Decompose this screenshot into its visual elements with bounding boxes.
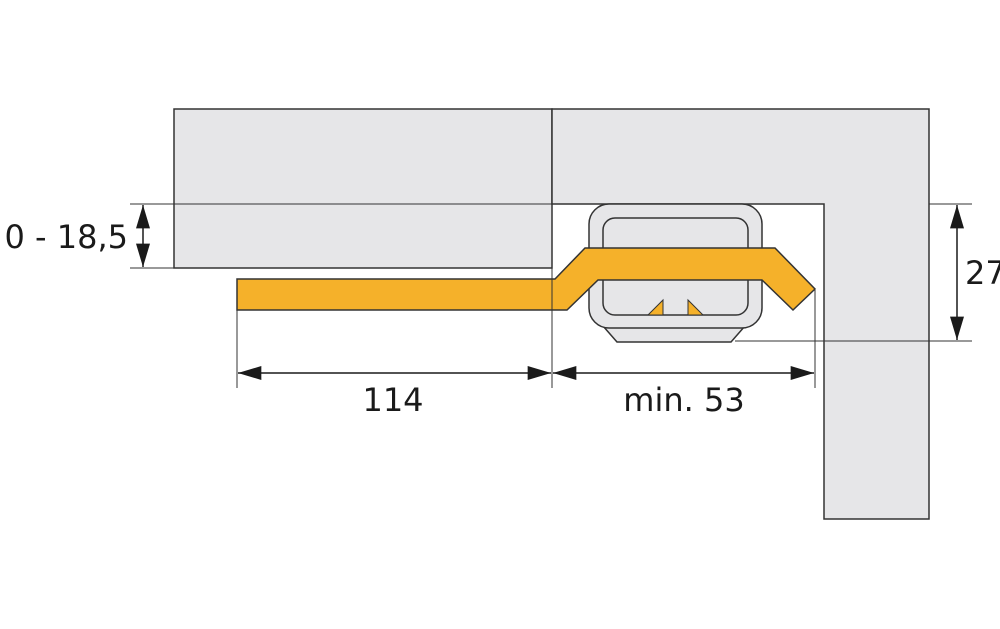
dimension-depth — [236, 268, 816, 388]
dimension-label-114: 114 — [362, 381, 423, 419]
dimension-label-min-53: min. 53 — [623, 381, 744, 419]
dimension-label-0-18-5: 0 - 18,5 — [5, 218, 129, 256]
dimension-label-27: 27 — [965, 254, 1000, 292]
runner-rail — [236, 247, 817, 312]
drawer-front-panel — [173, 108, 553, 269]
